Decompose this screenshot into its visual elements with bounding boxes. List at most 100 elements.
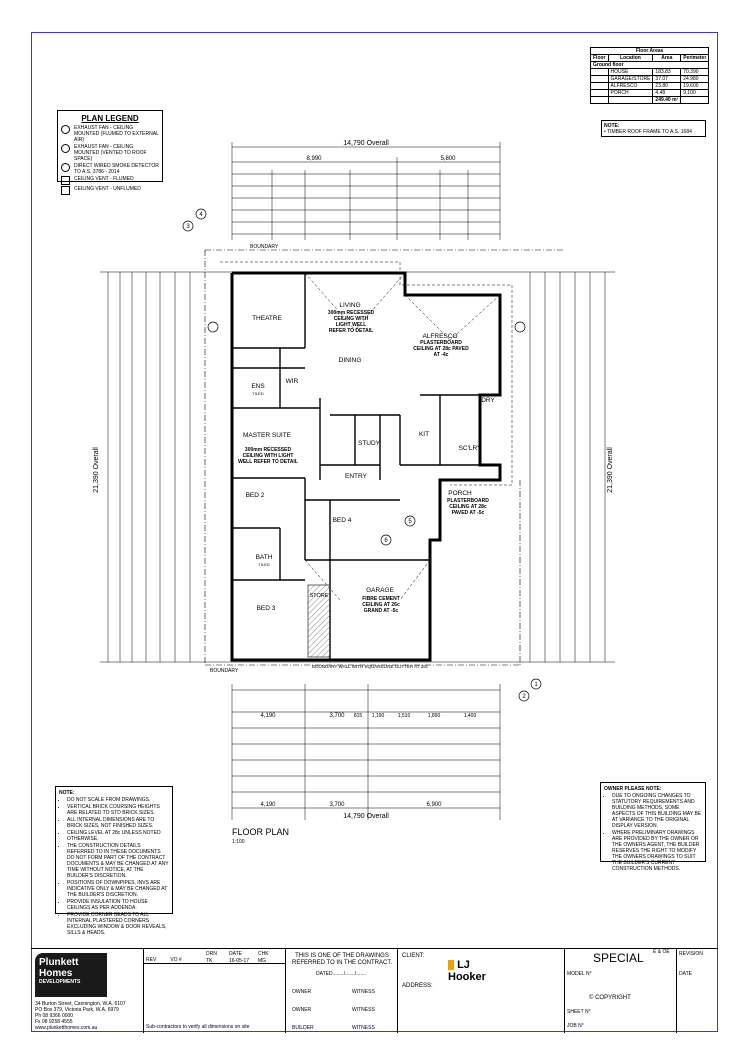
note-item: PROVIDE INSULATION TO HOUSE CEILINGS AS … — [67, 899, 169, 911]
room-store: STORE — [310, 593, 329, 599]
drawing-sheet — [31, 32, 718, 1032]
room-theatre: THEATRE — [252, 315, 283, 322]
overall-top-dim: 14,790 Overall — [343, 140, 389, 147]
svg-text:1,510: 1,510 — [398, 713, 411, 719]
floor-plan-drawing: 14,790 Overall 8,990 5,800 21,390 Overal… — [93, 140, 615, 820]
date-value: 16-05-17 — [229, 958, 250, 964]
store-hatch — [307, 584, 331, 658]
room-dining: DINING — [339, 357, 362, 364]
svg-text:4,190: 4,190 — [260, 802, 276, 808]
company-address: 34 Burton Street, Cannington, W.A. 6107 — [35, 1001, 126, 1007]
room-porch: PORCH — [448, 490, 472, 497]
company-logo: Plunkett Homes DEVELOPMENTS — [35, 953, 107, 997]
company-fx: Fx 08 9258 4555 — [35, 1019, 73, 1025]
sheet-label: SHEET N° — [567, 1009, 591, 1015]
company-ph: Ph 08 9366 0000 — [35, 1013, 74, 1019]
plan-legend: PLAN LEGEND EXHAUST FAN - CEILING MOUNTE… — [57, 110, 163, 195]
owner-note-item: WHERE PRELIMINARY DRAWINGS ARE PROVIDED … — [612, 830, 702, 872]
notes-title: NOTE: — [59, 790, 75, 796]
room-living: LIVING — [339, 302, 360, 309]
note-item: THE CONSTRUCTION DETAILS REFERRED TO IN … — [67, 843, 169, 879]
overall-right-dim: 21,390 Overall — [607, 447, 614, 493]
note-item: POSITIONS OF DOWNPIPES, INVS ARE INDICAT… — [67, 880, 169, 898]
room-wir: WIR — [286, 378, 299, 385]
note-item: DO NOT SCALE FROM DRAWINGS. — [67, 797, 169, 803]
top-left-dim: 8,990 — [306, 156, 322, 162]
room-bed3: BED 3 — [257, 605, 276, 612]
smoke-detector-icon — [61, 163, 70, 172]
section-marker: 3 — [186, 224, 190, 230]
room-master: MASTER SUITE — [243, 432, 292, 439]
revision-block: REVISION DATE — [676, 949, 718, 1033]
note-item: VERTICAL BRICK COURSING HEIGHTS ARE RELA… — [67, 804, 169, 816]
svg-text:815: 815 — [354, 713, 363, 719]
company-po: PO Box 379, Victoria Park, W.A. 6979 — [35, 1007, 119, 1013]
client-label: CLIENT: — [402, 953, 425, 959]
section-marker: 1 — [534, 682, 538, 688]
top-dimensions — [231, 142, 501, 240]
svg-text:1,890: 1,890 — [428, 713, 441, 719]
owner-note-item: DUE TO ONGOING CHANGES TO STATUTORY REQU… — [612, 793, 702, 829]
design-name: SPECIAL — [593, 951, 644, 965]
owner-note-title: OWNER PLEASE NOTE: — [604, 786, 662, 792]
porch-note: PLASTERBOARD CEILING AT 28c PAVED AT -5c — [447, 498, 489, 516]
room-scullery: SC'LRY — [459, 445, 482, 452]
room-bed4: BED 4 — [333, 517, 352, 524]
alfresco-note: PLASTERBOARD CEILING AT 28c PAVED AT -4c — [413, 340, 469, 358]
plan-title: FLOOR PLAN — [232, 827, 290, 837]
ens-sub: TILED — [252, 391, 263, 396]
room-entry: ENTRY — [345, 473, 368, 480]
ceiling-vent-flumed-icon — [61, 176, 70, 185]
room-alfresco: ALFRESCO — [422, 333, 457, 340]
ceiling-vent-unflumed-icon — [61, 186, 70, 195]
bottom-dimensions — [231, 684, 501, 820]
title-block: Plunkett Homes DEVELOPMENTS 34 Burton St… — [31, 948, 718, 1033]
legend-item: CEILING VENT - UNFLUMED — [74, 186, 141, 192]
section-marker: 6 — [384, 538, 388, 544]
room-bed2: BED 2 — [246, 492, 265, 499]
room-garage: GARAGE — [366, 587, 394, 594]
room-bath: BATH — [256, 554, 273, 561]
chk-value: MG — [258, 958, 267, 964]
model-label: MODEL N° — [567, 971, 592, 977]
svg-text:3,700: 3,700 — [329, 802, 345, 808]
notes-box: NOTE: DO NOT SCALE FROM DRAWINGS. VERTIC… — [55, 786, 173, 936]
eoe-label: E & OE — [653, 949, 670, 955]
exhaust-fan-vented-icon — [61, 144, 70, 153]
drn-value: TK — [206, 958, 213, 964]
legend-item: EXHAUST FAN - CEILING MOUNTED (VENTED TO… — [74, 144, 147, 162]
note-item: CEILING LEVEL AT 28c UNLESS NOTED OTHERW… — [67, 830, 169, 842]
legend-item: DIRECT WIRED SMOKE DETECTOR TO A.S. 3786… — [74, 163, 159, 175]
note-item: ALL INTERNAL DIMENSIONS ARE TO BRICK SIZ… — [67, 817, 169, 829]
exhaust-fan-icon — [61, 125, 70, 134]
note-item: PROVIDE CORNER BEADS TO ALL INTERNAL PLA… — [67, 912, 169, 936]
svg-text:4,190: 4,190 — [260, 713, 276, 719]
side-dimensions — [100, 271, 615, 663]
garage-note: FIBRE CEMENT CEILING AT 26c GRAND AT -5c — [362, 596, 400, 614]
overall-left-dim: 21,390 Overall — [93, 447, 100, 493]
top-right-dim: 5,800 — [440, 156, 456, 162]
plan-scale: 1:100 — [232, 839, 245, 845]
revision-table: REV VO # DRN DATE CHK TK 16-05-17 MG Sub… — [143, 949, 285, 1033]
job-label: JOB N° — [567, 1023, 584, 1029]
svg-text:3,700: 3,700 — [329, 713, 345, 719]
boundary-bottom-label: BOUNDARY — [210, 668, 239, 674]
boundary-wall-label: BOUNDARY WALL WITH SQUARELINE GUTTER AT … — [312, 664, 429, 669]
section-marker: 4 — [199, 212, 203, 218]
legend-item: CEILING VENT - FLUMED — [74, 176, 134, 182]
section-marker: 2 — [522, 694, 526, 700]
overall-bottom-dim: 14,790 Overall — [343, 813, 389, 820]
timber-note: NOTE: • TIMBER ROOF FRAME TO A.S. 1684 — [601, 120, 706, 137]
svg-text:1,190: 1,190 — [372, 713, 385, 719]
plan-legend-title: PLAN LEGEND — [81, 114, 139, 123]
room-kit: KIT — [419, 431, 429, 438]
internal-walls — [232, 273, 500, 660]
floor-areas-table: Floor Areas Floor Location Area Perimete… — [589, 47, 710, 104]
agent-logo: LJ Hooker — [448, 959, 486, 983]
contract-block: THIS IS ONE OF THE DRAWINGS REFERRED TO … — [285, 949, 397, 1033]
svg-text:1,400: 1,400 — [464, 713, 477, 719]
address-label: ADDRESS: — [402, 983, 433, 989]
section-marker: 5 — [408, 519, 412, 525]
model-block: SPECIAL E & OE MODEL N° © COPYRIGHT SHEE… — [564, 949, 676, 1033]
